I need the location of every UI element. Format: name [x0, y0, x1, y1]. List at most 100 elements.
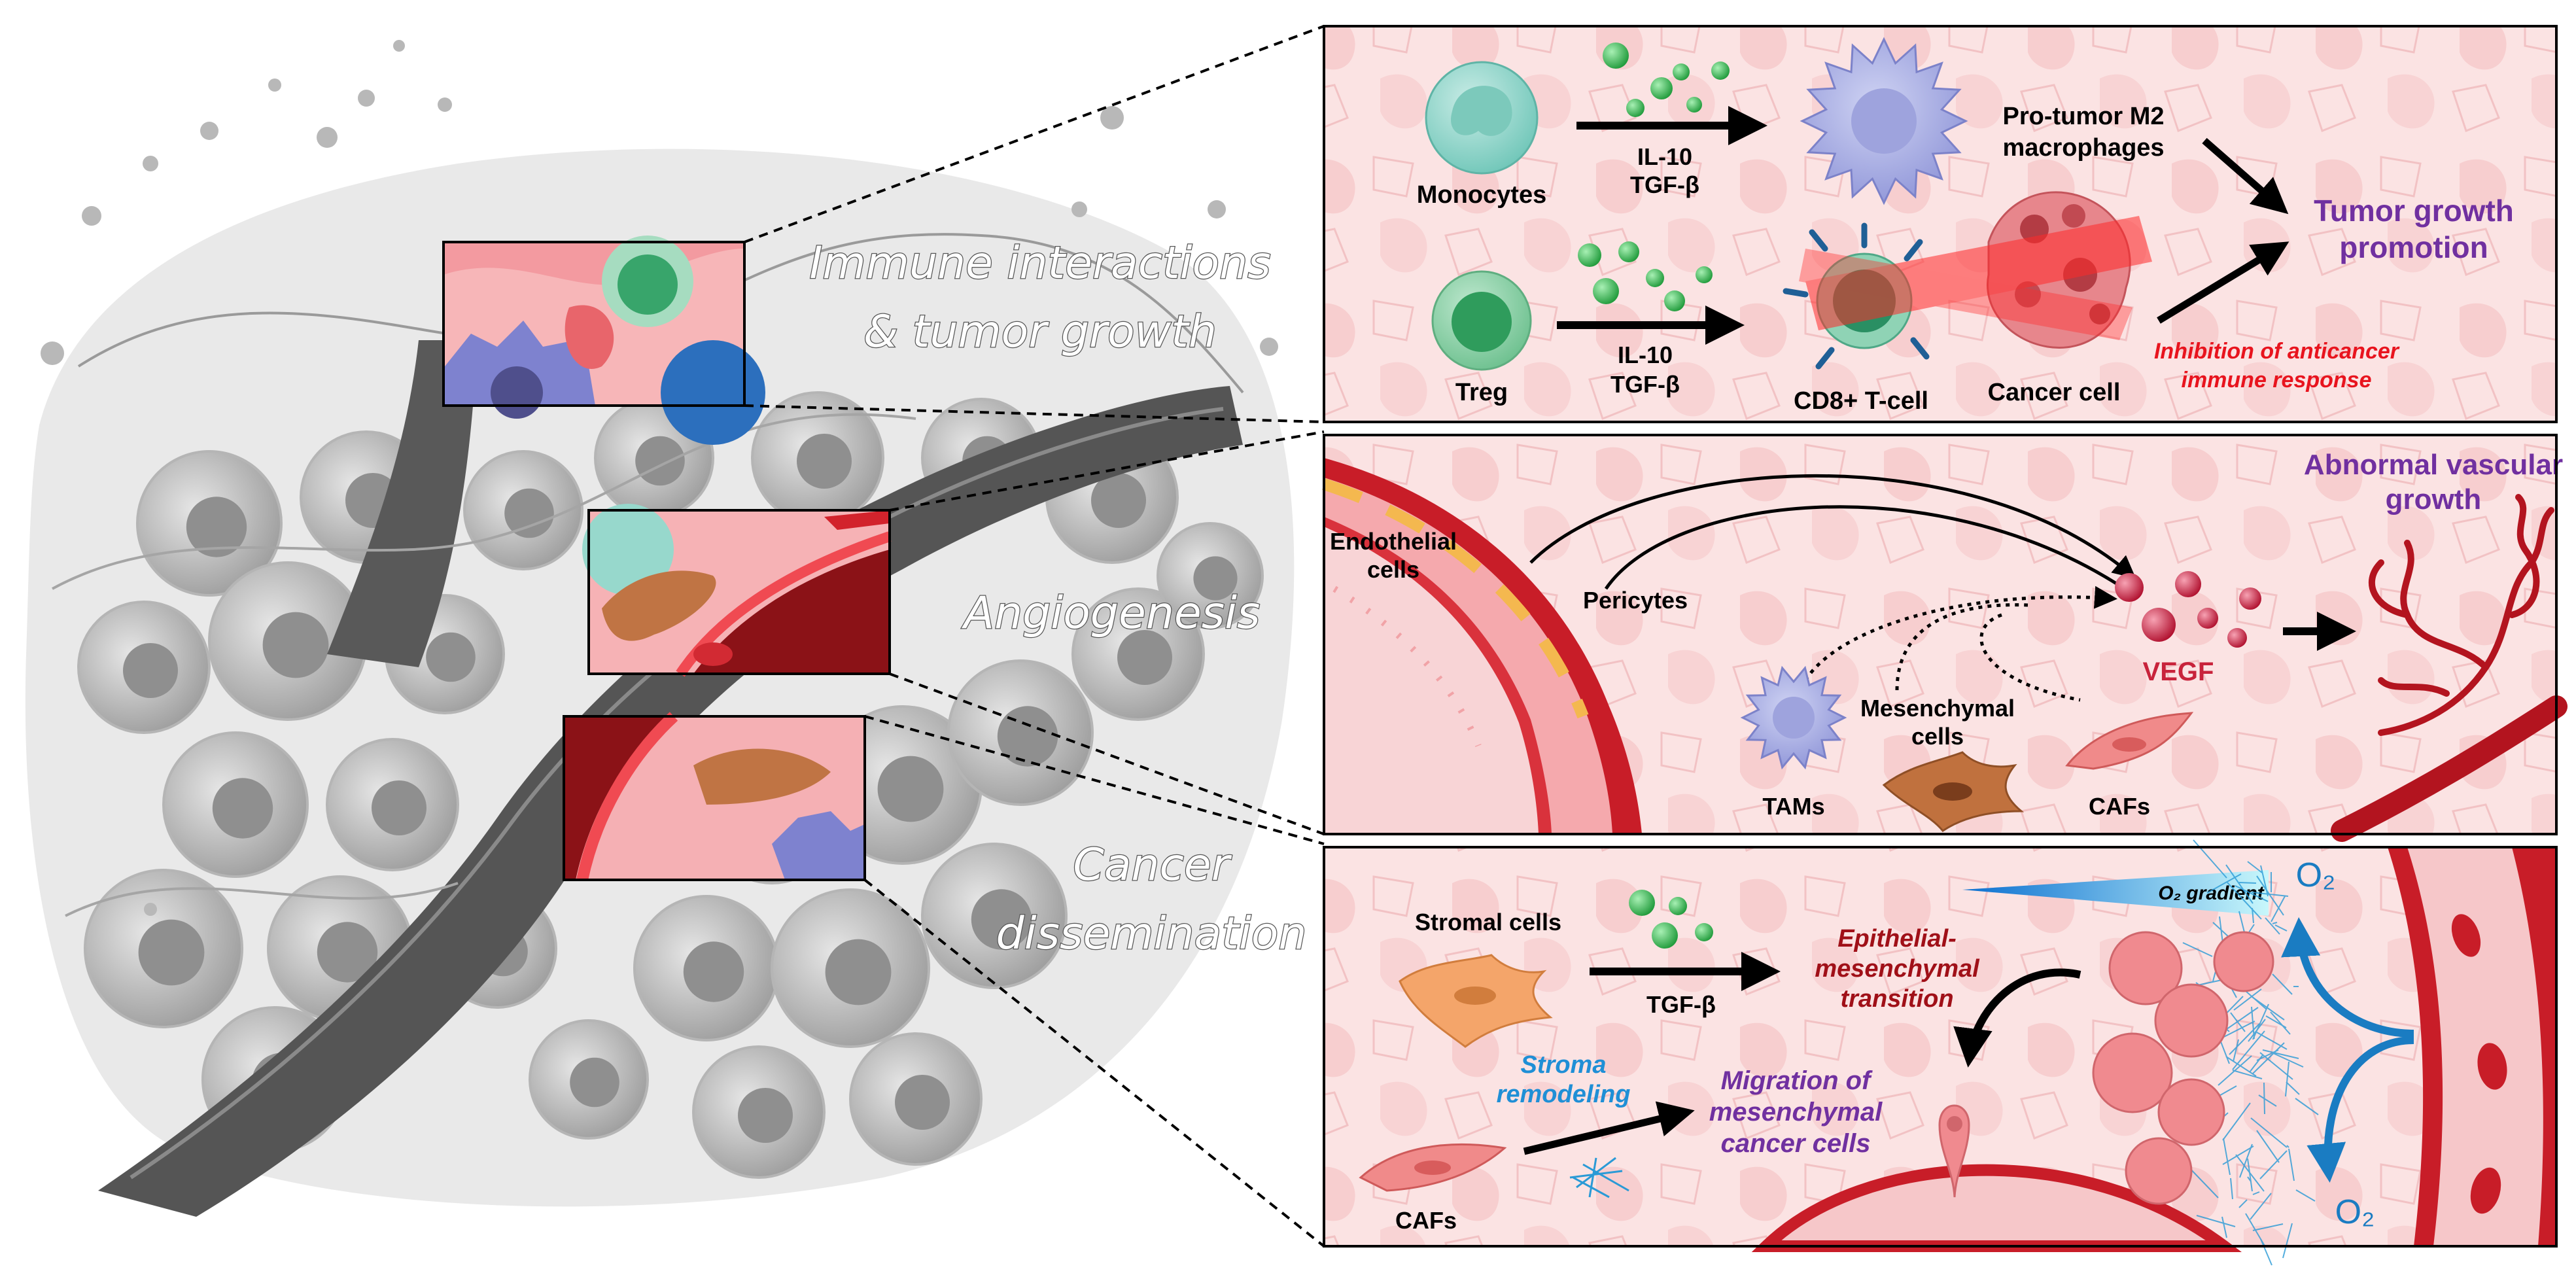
arrow-pericytes-to-vegf [1604, 505, 2121, 590]
fiber-strand [2252, 1191, 2260, 1195]
fiber-strand [2286, 1145, 2289, 1148]
gray-cell-nucleus [895, 1075, 950, 1130]
label-monocytes: Monocytes [1417, 181, 1546, 209]
fiber-strand [2212, 922, 2230, 938]
label-migration-2: mesenchymal [1709, 1098, 1883, 1127]
o2-gradient-wedge [1962, 870, 2269, 916]
floating-particles [41, 40, 1278, 916]
fiber-strand [2285, 1061, 2289, 1097]
label-abnormal-2: growth [2386, 483, 2482, 515]
fiber-strand [2271, 896, 2286, 922]
fiber-strand [2262, 1049, 2299, 1059]
dotted-arrow-mesenchymal [1895, 603, 2028, 691]
label-migration-3: cancer cells [1720, 1129, 1870, 1158]
arrow-endothelial-to-vegf [1529, 474, 2136, 579]
fiber-strand [2288, 1148, 2295, 1181]
overview-labels: Immune interactions & tumor growth Angio… [809, 237, 1308, 961]
caf-cell-dissem [1359, 1143, 1507, 1192]
m2-macrophage-cell [1800, 37, 1968, 205]
fiber-strand [2232, 1030, 2265, 1070]
fiber-strand [2270, 1011, 2291, 1035]
fiber-strand [2272, 973, 2293, 995]
tgfb-dots [1629, 890, 1713, 949]
fiber-strand [2225, 1056, 2257, 1077]
fiber-strand [2247, 1158, 2253, 1192]
label-treg: Treg [1455, 379, 1508, 406]
label-cancer-cell: Cancer cell [1988, 379, 2121, 406]
fiber-strand [2263, 1082, 2265, 1115]
fiber-strand [2256, 1130, 2280, 1163]
fiber-strand [2247, 861, 2263, 873]
fiber-strand [2196, 1215, 2236, 1227]
blood-vessel-bottom [1751, 1164, 2242, 1252]
panel-angiogenesis: Endothelial cells Pericytes VEGF TAMs Me… [1322, 434, 2567, 842]
label-tumor-growth-1: Tumor growth [2314, 194, 2514, 228]
label-tams: TAMs [1762, 793, 1824, 820]
label-inhibition-1: Inhibition of anticancer [2154, 339, 2400, 364]
label-dissemination-2: dissemination [996, 908, 1307, 960]
dotted-arrow-cafs [1979, 613, 2081, 702]
fiber-strand [2295, 1189, 2316, 1202]
cytokine-dots-bottom [1578, 241, 1713, 311]
gray-cell-nucleus [1091, 473, 1146, 528]
arrow-cafs-to-migration [1523, 1101, 1695, 1155]
fiber-strand [2225, 864, 2254, 904]
inset-dissemination [563, 712, 866, 881]
label-angiogenesis: Angiogenesis [962, 587, 1261, 639]
label-dissemination-1: Cancer [1073, 839, 1232, 891]
panel-dissemination: O₂ gradient O₂ O₂ Stromal cells TGF-β Ep… [1323, 839, 2558, 1266]
fiber-strand [2256, 1032, 2288, 1050]
fiber [52, 413, 916, 590]
fiber-strand [2238, 882, 2257, 884]
fiber-strand [2265, 917, 2280, 935]
label-tgfb-dissem: TGF-β [1646, 991, 1716, 1018]
gray-cell-nucleus [1193, 556, 1238, 601]
gray-cell-nucleus [570, 1057, 619, 1108]
blood-vessel-right [2388, 847, 2556, 1246]
cytokine-dots-top [1603, 43, 1730, 117]
fiber-strand [2258, 1094, 2277, 1107]
fiber-strand [2256, 1049, 2279, 1061]
fiber-strand [2206, 873, 2242, 894]
inset-immune [442, 236, 765, 445]
gray-cell-nucleus [635, 436, 685, 486]
arrow-o2-up [2281, 917, 2414, 1038]
mesenchymal-cell [1882, 751, 2025, 833]
label-il10-bottom: IL-10 [1618, 341, 1673, 368]
label-immune-1: Immune interactions [809, 237, 1270, 289]
label-pericytes: Pericytes [1583, 587, 1688, 614]
gray-cell-nucleus [877, 756, 944, 822]
gray-cell-nucleus [426, 632, 476, 682]
gray-cell-nucleus [186, 497, 247, 557]
gray-cell-nucleus [825, 939, 892, 1005]
fiber-strand [2286, 1081, 2300, 1095]
label-tgfb-top: TGF-β [1630, 171, 1699, 198]
fiber-strand [2256, 875, 2284, 916]
gray-cell-nucleus [1117, 630, 1172, 685]
label-cafs-dissem: CAFs [1395, 1207, 1457, 1234]
fiber-strand [2233, 1039, 2239, 1062]
label-migration-1: Migration of [1721, 1066, 1873, 1095]
gray-cell-nucleus [317, 922, 378, 983]
label-tgfb-bottom: TGF-β [1610, 371, 1680, 398]
label-stroma-2: remodeling [1497, 1081, 1631, 1108]
gray-cell-nucleus [123, 643, 178, 698]
panel-immune: Monocytes Treg IL-10 TGF-β IL-10 TGF-β P… [1323, 25, 2558, 423]
fiber [65, 882, 459, 917]
fiber-strand [2222, 1102, 2251, 1141]
arrow-o2-down [2306, 1036, 2414, 1183]
gray-cell-nucleus [212, 778, 273, 839]
fiber-strand [2227, 882, 2262, 920]
zoom-connectors [744, 25, 1325, 1248]
label-o2-top: O₂ [2296, 856, 2336, 894]
gray-cell-nucleus [797, 434, 852, 489]
vessel-lumen-line [130, 407, 1224, 1179]
label-emt-1: Epithelial- [1837, 925, 1957, 952]
label-stroma-1: Stroma [1521, 1051, 1607, 1079]
label-m2-1: Pro-tumor M2 [2003, 103, 2165, 130]
fiber-strand [2252, 1223, 2284, 1231]
gray-cell-nucleus [504, 488, 554, 538]
cancer-cell-cluster-dissem [2092, 931, 2274, 1205]
label-il10-top: IL-10 [1637, 143, 1692, 170]
gray-cell-nucleus [683, 941, 744, 1002]
